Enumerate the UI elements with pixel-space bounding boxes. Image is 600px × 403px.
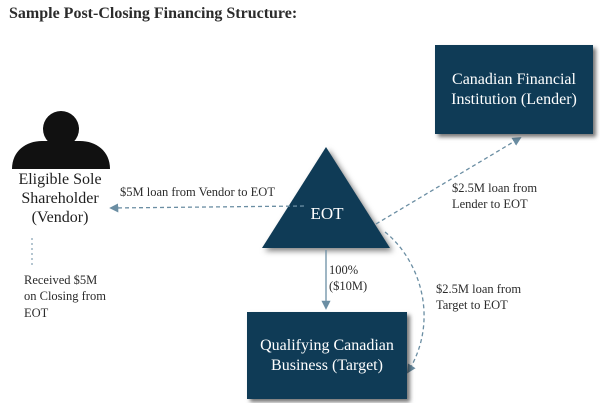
target-label: Qualifying Canadian Business (Target) [260, 336, 394, 374]
eot-label: EOT [310, 204, 344, 223]
eot-triangle [262, 147, 390, 248]
arrow-eot-to-vendor [109, 203, 305, 213]
person-icon [12, 111, 110, 169]
lender-loan-label: $2.5M loan from Lender to EOT [452, 181, 538, 212]
received-label: Received $5M on Closing from EOT [24, 273, 106, 320]
vendor-loan-label: $5M loan from Vendor to EOT [120, 185, 275, 199]
ownership-label: 100% ($10M) [329, 263, 368, 294]
page-title: Sample Post-Closing Financing Structure: [9, 5, 298, 22]
lender-label: Canadian Financial Institution (Lender) [451, 70, 577, 108]
target-loan-label: $2.5M loan from Target to EOT [436, 282, 522, 313]
lender-box: Canadian Financial Institution (Lender) [435, 45, 593, 134]
target-box: Qualifying Canadian Business (Target) [247, 312, 407, 399]
vendor-label: Eligible Sole Shareholder (Vendor) [18, 171, 102, 227]
arrow-target-loan [384, 231, 425, 374]
